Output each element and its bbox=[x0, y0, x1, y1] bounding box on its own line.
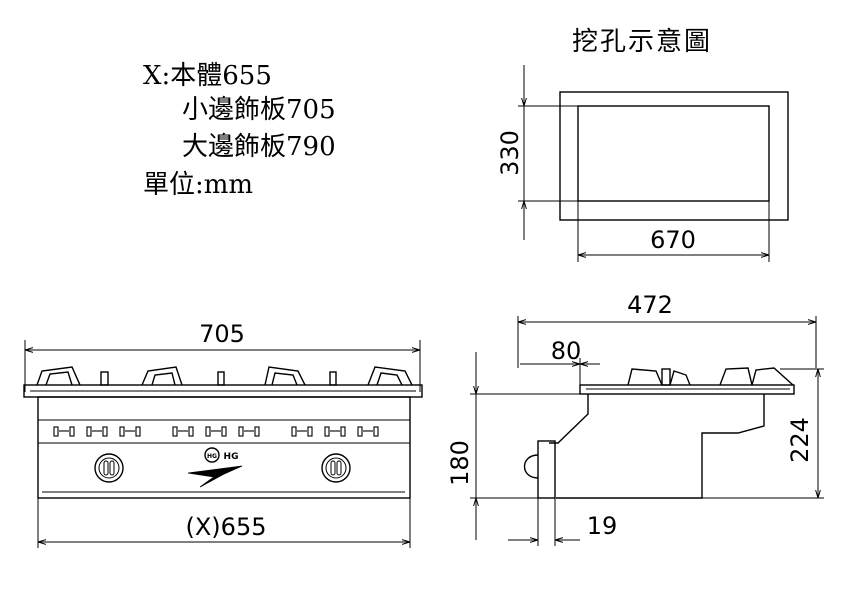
cooktop-body bbox=[37, 396, 411, 499]
pan-supports bbox=[36, 366, 413, 386]
side-control-box bbox=[537, 440, 556, 499]
total-height-label: 224 bbox=[786, 417, 814, 463]
depth-label: 472 bbox=[627, 291, 673, 319]
side-body-rear bbox=[556, 394, 765, 499]
spec-line-unit: 單位:mm bbox=[143, 170, 253, 200]
vent-slots bbox=[53, 426, 379, 437]
cutout-width-label: 670 bbox=[650, 226, 696, 254]
spec-block: X:本體655 小邊飾板705 大邊飾板790 單位:mm bbox=[143, 61, 336, 200]
side-body-front bbox=[549, 394, 589, 444]
right-knob[interactable] bbox=[321, 453, 351, 483]
cutout-outer-frame bbox=[559, 91, 789, 221]
knob-depth-label: 19 bbox=[587, 512, 618, 540]
spec-line-large-trim: 大邊飾板790 bbox=[182, 132, 336, 162]
offset-label: 80 bbox=[551, 337, 582, 365]
brand-logo: HG HG bbox=[187, 447, 243, 488]
cutout-diagram: 挖孔示意圖 330 670 bbox=[496, 27, 789, 262]
cutout-height-label: 330 bbox=[496, 130, 524, 176]
side-view: 472 80 224 180 bbox=[446, 291, 824, 546]
body-width-label: (X)655 bbox=[186, 513, 267, 541]
left-knob[interactable] bbox=[94, 453, 124, 483]
top-width-label: 705 bbox=[199, 320, 245, 348]
side-top-plate bbox=[579, 384, 795, 395]
logo-text: HG bbox=[224, 452, 239, 462]
cutout-title: 挖孔示意圖 bbox=[572, 27, 712, 57]
front-view: 705 bbox=[23, 320, 423, 548]
svg-text:HG: HG bbox=[207, 453, 217, 460]
spec-line-small-trim: 小邊飾板705 bbox=[182, 95, 336, 125]
body-height-label: 180 bbox=[446, 440, 474, 486]
cutout-hole bbox=[577, 105, 770, 202]
spec-line-body: X:本體655 bbox=[143, 61, 272, 91]
side-knob[interactable] bbox=[523, 454, 539, 479]
